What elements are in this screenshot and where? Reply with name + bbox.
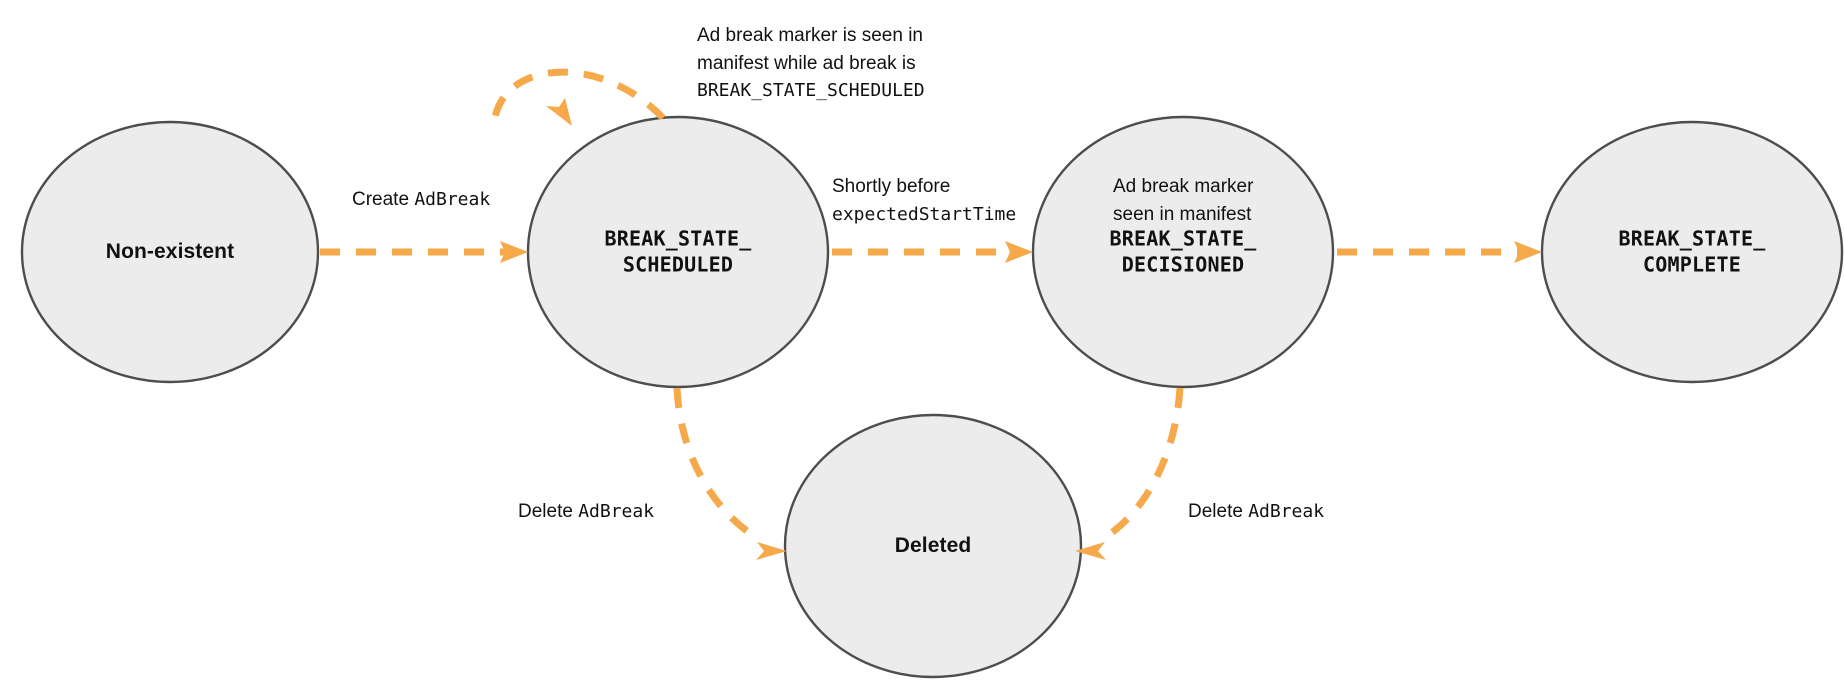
edge-label-scheduled-to-deleted: Delete AdBreak bbox=[518, 498, 654, 526]
node-break-state-decisioned[interactable] bbox=[1031, 115, 1335, 389]
edge-decisioned-to-complete[interactable] bbox=[1337, 241, 1542, 263]
edge-scheduled-to-deleted[interactable] bbox=[673, 387, 787, 560]
edge-label-segment: Create bbox=[352, 189, 415, 210]
edge-scheduled-self-loop[interactable] bbox=[490, 68, 666, 126]
arrowhead-scheduled-self-loop bbox=[546, 98, 572, 126]
arrowhead-decisioned-to-complete bbox=[1514, 241, 1542, 263]
edge-label-segment: Delete bbox=[518, 501, 579, 522]
edge-label-segment: AdBreak bbox=[414, 189, 491, 210]
edge-label-segment: BREAK_STATE_SCHEDULED bbox=[697, 80, 925, 102]
edge-label-scheduled-self-loop: Ad break marker is seen in manifest whil… bbox=[697, 22, 925, 105]
nodes-layer bbox=[20, 115, 1844, 679]
edge-scheduled-to-decisioned[interactable] bbox=[832, 241, 1033, 263]
edge-label-segment: expectedStartTime bbox=[832, 203, 1017, 225]
edge-label-scheduled-to-decisioned: Shortly before expectedStartTime bbox=[832, 173, 1016, 228]
edge-label-create-adbreak: Create AdBreak bbox=[352, 186, 490, 214]
edge-label-segment: Ad break marker seen in manifest bbox=[1113, 176, 1254, 225]
edge-create-adbreak[interactable] bbox=[320, 241, 528, 263]
edge-label-segment: Delete bbox=[1188, 501, 1249, 522]
edges-layer bbox=[320, 68, 1542, 560]
edge-label-segment: AdBreak bbox=[1248, 501, 1325, 522]
arrowhead-create-adbreak bbox=[500, 241, 528, 263]
node-break-state-scheduled[interactable] bbox=[526, 115, 830, 389]
edge-label-decisioned-to-complete: Ad break marker seen in manifest bbox=[1113, 173, 1253, 228]
node-break-state-complete[interactable] bbox=[1540, 120, 1844, 384]
edge-label-segment: AdBreak bbox=[578, 501, 655, 522]
edge-label-segment: Shortly before bbox=[832, 176, 951, 197]
arrowhead-scheduled-to-deleted bbox=[756, 542, 787, 560]
arrowhead-scheduled-to-decisioned bbox=[1005, 241, 1033, 263]
edge-label-segment: Ad break marker is seen in manifest whil… bbox=[697, 25, 923, 74]
node-deleted[interactable] bbox=[783, 413, 1083, 679]
arrowhead-decisioned-to-deleted bbox=[1075, 542, 1106, 560]
edge-decisioned-to-deleted[interactable] bbox=[1075, 387, 1184, 560]
node-non-existent[interactable] bbox=[20, 120, 320, 384]
edge-label-decisioned-to-deleted: Delete AdBreak bbox=[1188, 498, 1324, 526]
